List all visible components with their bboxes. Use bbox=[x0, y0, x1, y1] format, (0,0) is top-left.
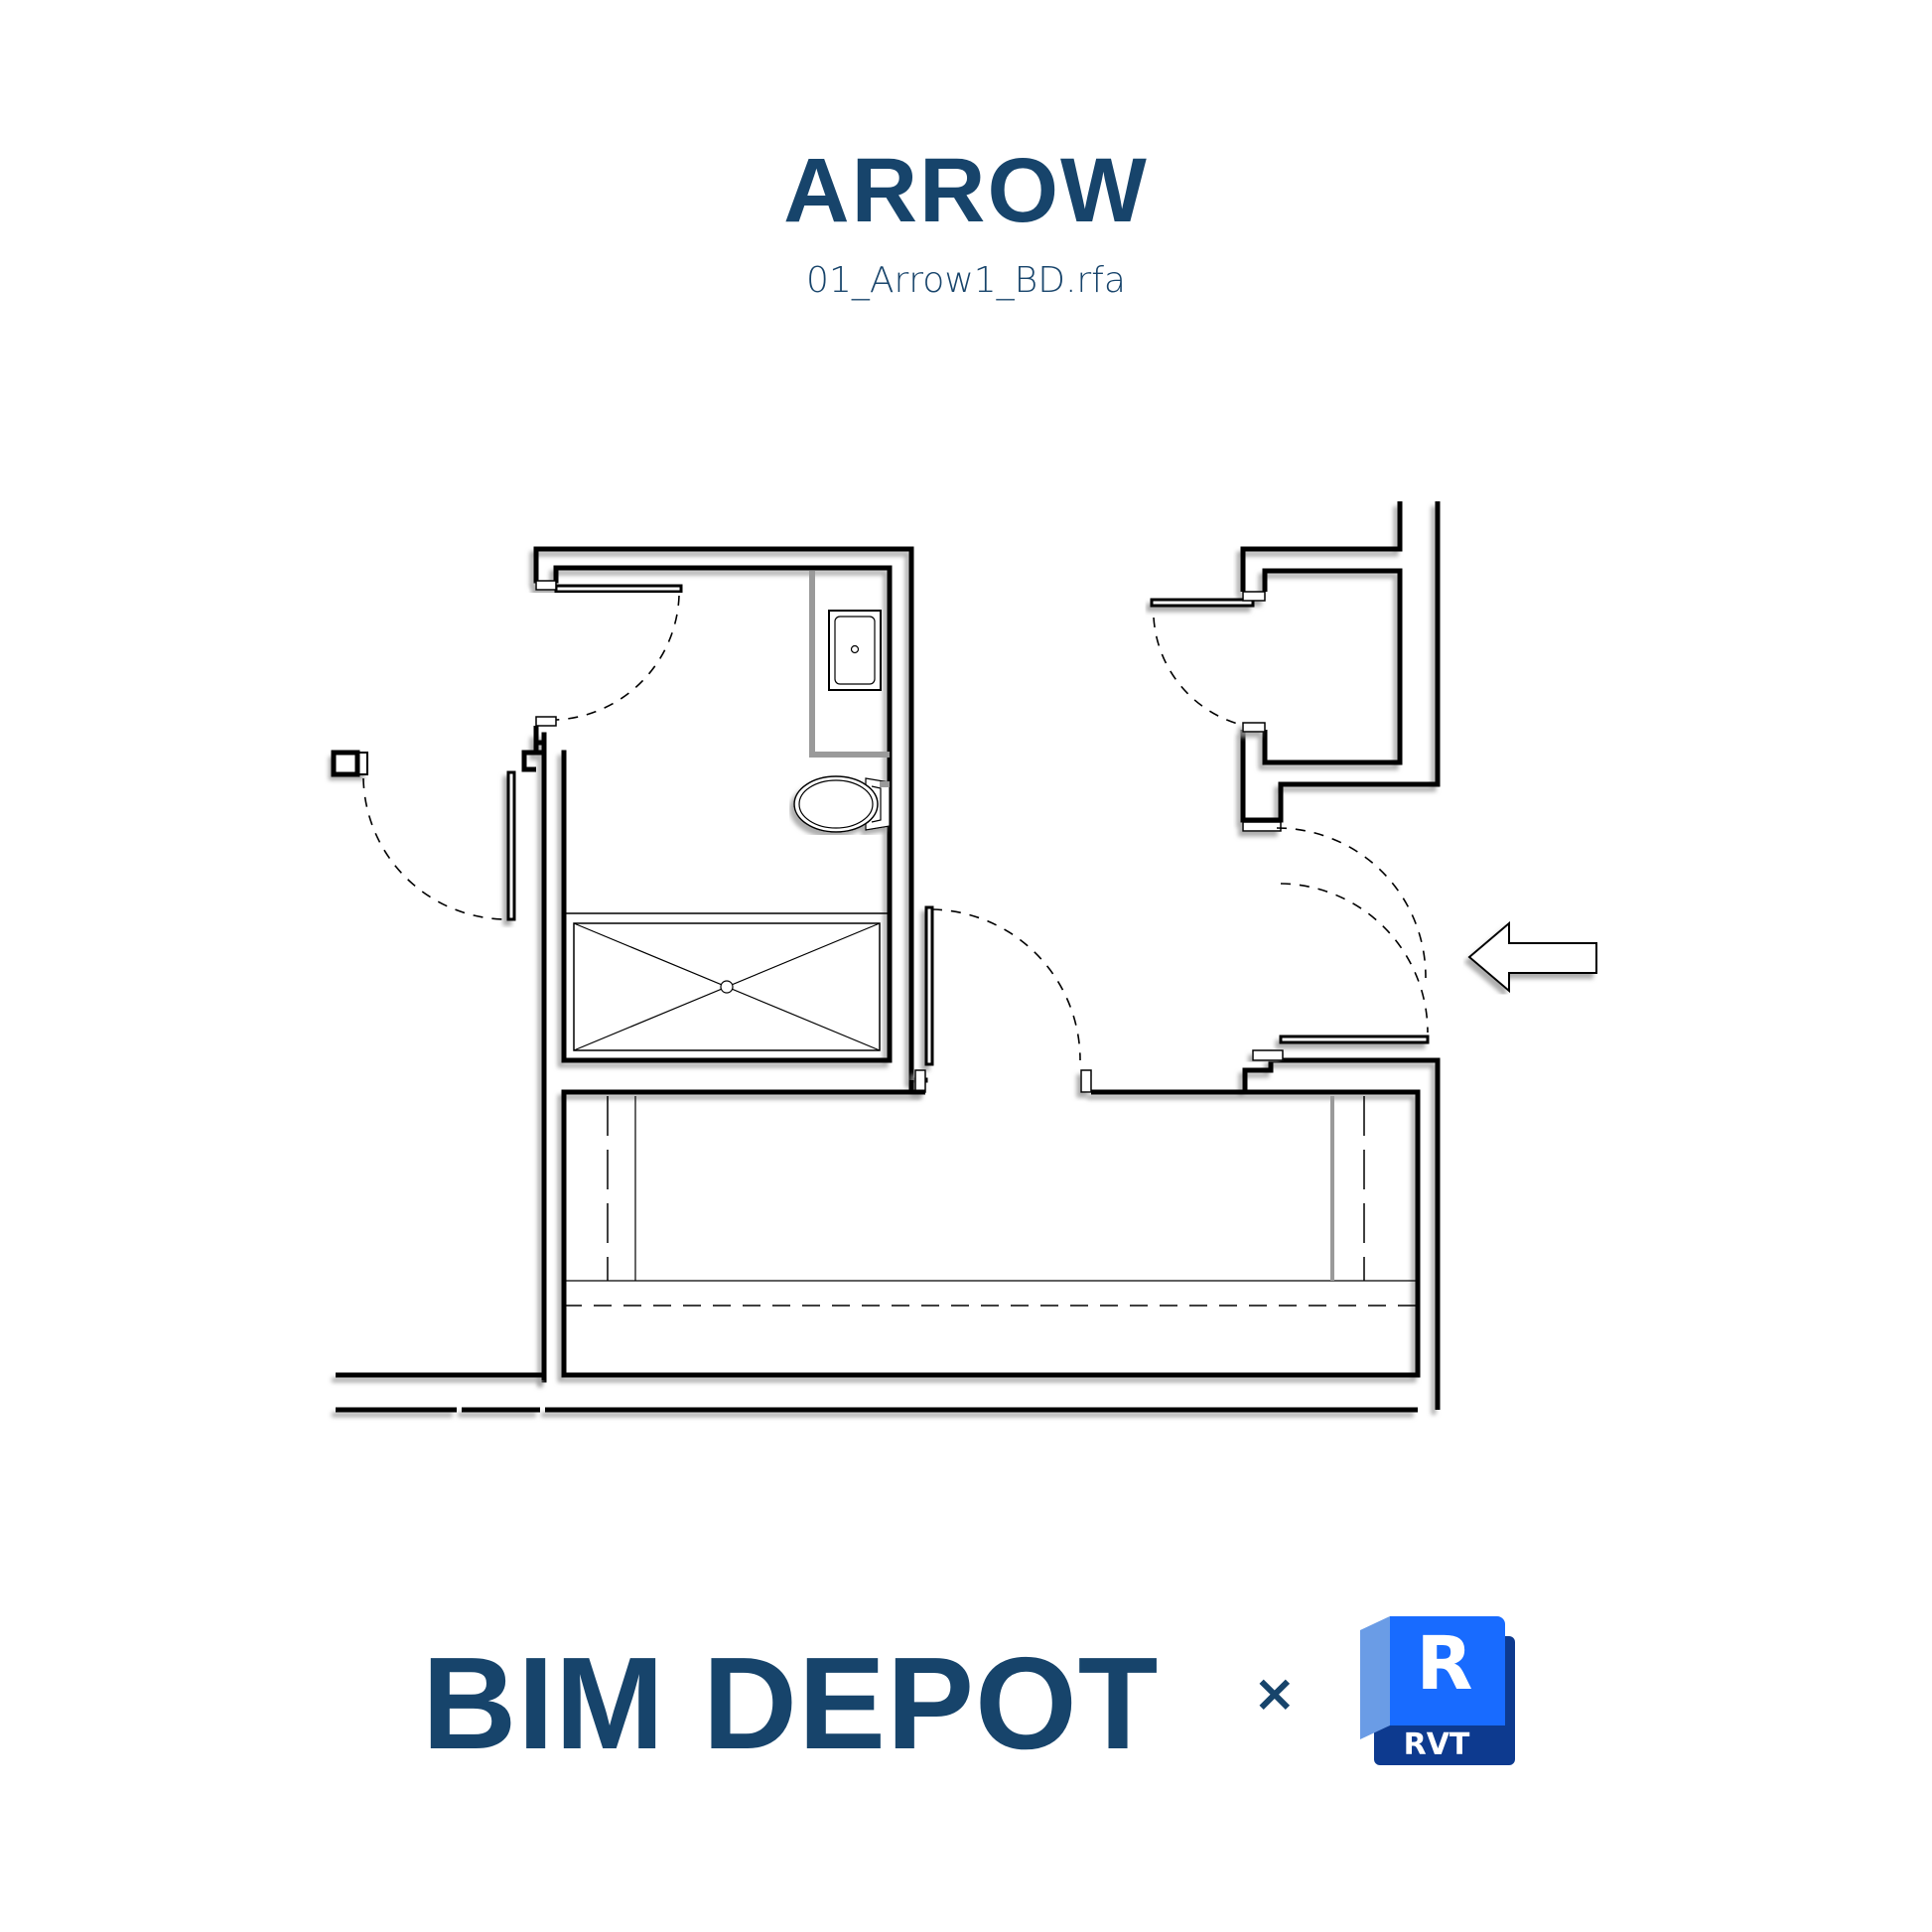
door-swing-top-left bbox=[555, 595, 680, 721]
door-swing-upper-right bbox=[1153, 617, 1242, 726]
upper-right-room bbox=[1240, 501, 1441, 823]
door-upper-right bbox=[1150, 591, 1282, 832]
door-swing-left bbox=[362, 777, 509, 920]
family-filename: 01_Arrow1_BD.rfa bbox=[806, 260, 1126, 301]
door-swing-center bbox=[931, 908, 1081, 1061]
door-left bbox=[333, 752, 516, 921]
closet bbox=[336, 1057, 1441, 1413]
door-center bbox=[914, 905, 1092, 1093]
door-lower-right bbox=[1252, 1035, 1430, 1061]
brand-name: BIM DEPOT bbox=[422, 1630, 1160, 1776]
door-swing-right-upper-arc bbox=[1276, 827, 1427, 979]
revit-letter: R bbox=[1416, 1621, 1473, 1707]
door-top-left bbox=[535, 580, 683, 594]
shower bbox=[564, 912, 890, 1051]
door-swing-lower-right bbox=[1280, 883, 1429, 1034]
separator-x: × bbox=[1253, 1664, 1297, 1724]
revit-label: RVT bbox=[1403, 1727, 1470, 1762]
revit-logo-icon: R RVT bbox=[1354, 1608, 1519, 1767]
vanity-sink bbox=[809, 571, 890, 758]
page-title: ARROW bbox=[783, 140, 1149, 241]
direction-arrow-icon bbox=[1467, 920, 1597, 994]
toilet bbox=[793, 775, 891, 833]
